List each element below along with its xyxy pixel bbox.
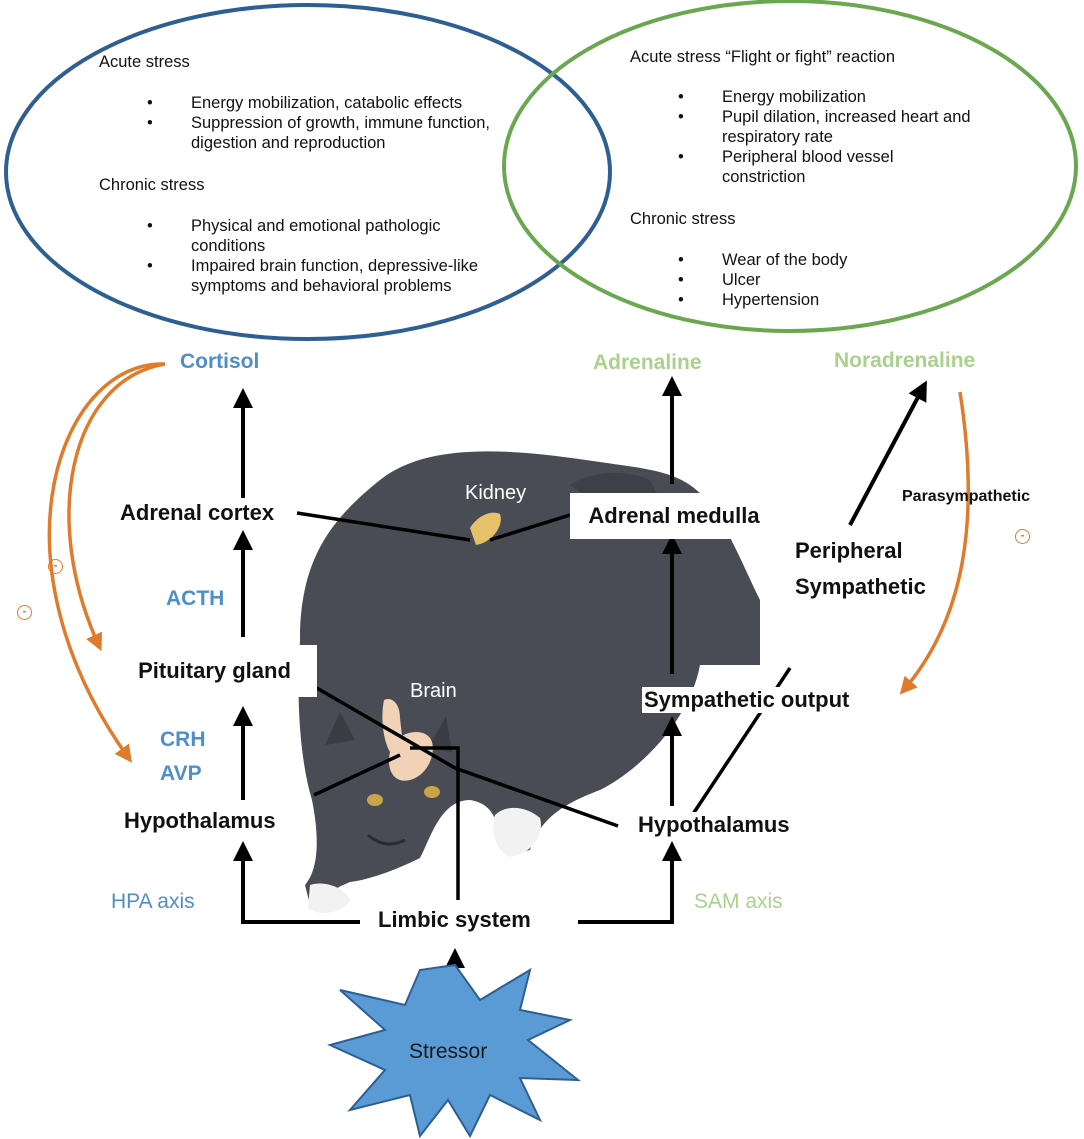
avp-label: AVP <box>160 762 202 785</box>
hpa-acute-list: •Energy mobilization, catabolic effects … <box>99 93 519 153</box>
hpa-effects-ellipse <box>4 3 612 341</box>
sam-axis-label: SAM axis <box>694 890 783 913</box>
sam-effects-ellipse <box>502 0 1078 333</box>
noradrenaline-label: Noradrenaline <box>834 349 976 372</box>
hpa-chronic-title: Chronic stress <box>99 176 205 194</box>
kidney-shape <box>470 512 501 545</box>
sam-chronic-title: Chronic stress <box>630 210 736 228</box>
hpa-axis-label: HPA axis <box>111 890 195 913</box>
hpa-chronic-list: •Physical and emotional pathologic condi… <box>99 216 519 296</box>
parasympathetic-label: Parasympathetic <box>902 488 1031 505</box>
cortisol-label: Cortisol <box>180 350 260 373</box>
list-item: •Hypertension <box>678 291 820 309</box>
list-item: •Wear of the body <box>678 251 848 269</box>
adrenal-medulla-node: Adrenal medulla <box>570 493 778 539</box>
sam-acute-title: Acute stress “Flight or fight” reaction <box>630 48 896 66</box>
negative-feedback-icon: - <box>48 559 63 574</box>
hpa-acute-title: Acute stress <box>99 53 190 71</box>
acth-label: ACTH <box>166 587 225 610</box>
list-item: •Energy mobilization <box>678 88 866 106</box>
list-item: •Impaired brain function, depressive-lik… <box>147 257 479 295</box>
brain-label: Brain <box>410 680 457 702</box>
list-item: •Suppression of growth, immune function,… <box>147 114 490 152</box>
peripheral-sympathetic-line2: Sympathetic <box>795 574 926 599</box>
list-item: •Ulcer <box>678 271 761 289</box>
limbic-system-node: Limbic system <box>376 907 533 933</box>
list-item: •Energy mobilization, catabolic effects <box>147 94 463 112</box>
list-item: •Physical and emotional pathologic condi… <box>147 217 441 255</box>
adrenaline-label: Adrenaline <box>593 351 702 374</box>
adrenal-cortex-node: Adrenal cortex <box>118 500 277 526</box>
crh-label: CRH <box>160 728 206 751</box>
hypothalamus-left-node: Hypothalamus <box>124 808 276 834</box>
peripheral-sympathetic-line1: Peripheral <box>795 538 903 563</box>
negative-feedback-icon: - <box>1015 529 1030 544</box>
stressor-star <box>327 963 581 1139</box>
list-item: •Pupil dilation, increased heart and res… <box>678 108 971 146</box>
sam-chronic-list: •Wear of the body •Ulcer •Hypertension <box>630 250 970 310</box>
kidney-label: Kidney <box>465 482 527 504</box>
hypothalamus-right-node: Hypothalamus <box>638 812 790 838</box>
sam-acute-list: •Energy mobilization •Pupil dilation, in… <box>630 87 971 187</box>
sympathetic-output-node: Sympathetic output <box>642 687 852 713</box>
pituitary-gland-node: Pituitary gland <box>112 645 317 697</box>
stressor-label: Stressor <box>409 1040 488 1063</box>
list-item: •Peripheral blood vessel constriction <box>678 148 894 186</box>
negative-feedback-icon: - <box>17 605 32 620</box>
